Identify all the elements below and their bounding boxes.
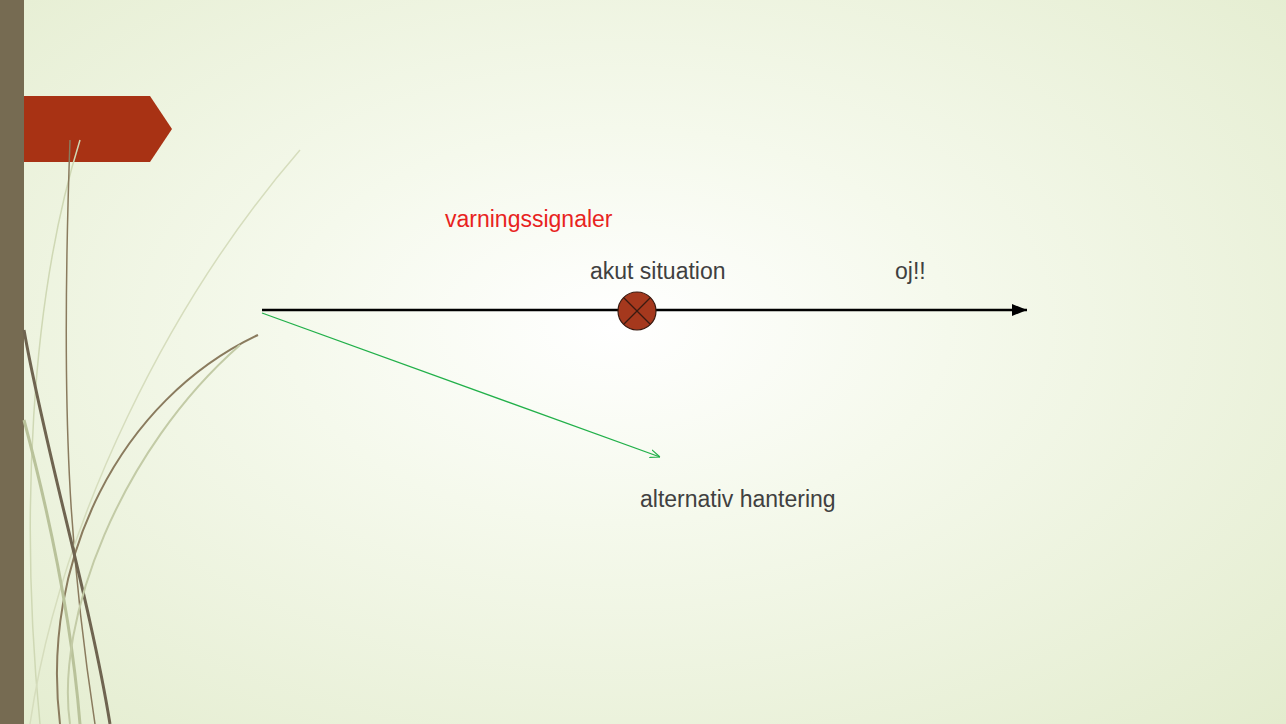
title-tab: [24, 96, 172, 162]
warning-label: varningssignaler: [445, 206, 612, 234]
outcome-label: oj!!: [895, 258, 926, 286]
branch-arrow: [262, 313, 660, 457]
decorative-curves: [24, 140, 300, 724]
event-label: akut situation: [590, 258, 726, 286]
event-marker: [618, 292, 656, 330]
side-bar: [0, 0, 24, 724]
alternative-label: alternativ hantering: [640, 486, 836, 514]
